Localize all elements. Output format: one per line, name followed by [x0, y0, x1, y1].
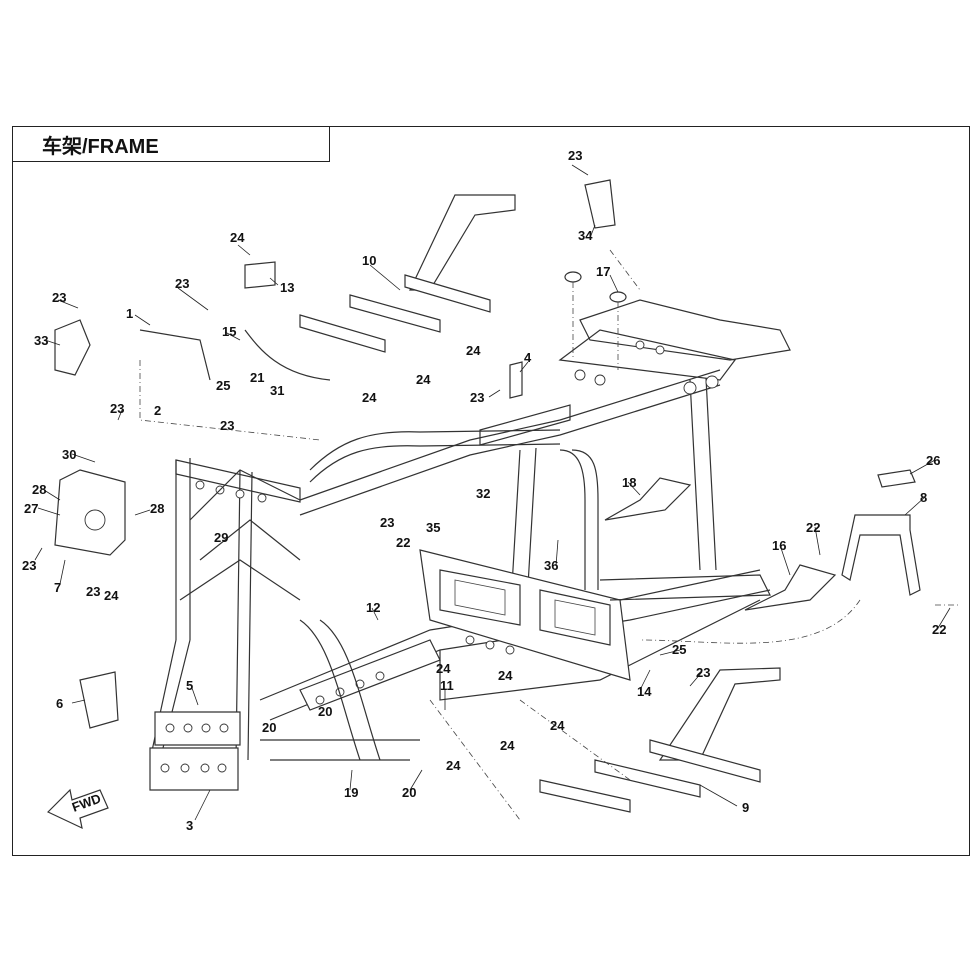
part-8-rear-bracket	[841, 514, 921, 596]
callout-24d: 24	[416, 372, 431, 387]
callout-24i: 24	[500, 738, 515, 753]
callout-21: 21	[250, 370, 264, 385]
callout-24a: 24	[230, 230, 245, 245]
callout-22a: 22	[396, 535, 410, 550]
part-6-bracket	[79, 671, 119, 729]
leader-lines	[34, 164, 951, 821]
part-17-bumper	[609, 291, 627, 303]
callout-26: 26	[926, 453, 940, 468]
callout-23e: 23	[220, 418, 234, 433]
part-34-plate	[584, 179, 616, 229]
part-18-footplate	[604, 477, 692, 521]
callout-5: 5	[186, 678, 193, 693]
callout-23c: 23	[52, 290, 66, 305]
callout-32: 32	[476, 486, 490, 501]
callout-22b: 22	[806, 520, 820, 535]
callout-24b: 24	[104, 588, 119, 603]
callout-23j: 23	[696, 665, 710, 680]
callout-24e: 24	[466, 343, 481, 358]
fwd-arrow-icon: FWD	[46, 788, 109, 830]
callout-20b: 20	[318, 704, 332, 719]
callout-4: 4	[524, 350, 532, 365]
callout-31: 31	[270, 383, 284, 398]
callout-3: 3	[186, 818, 193, 833]
callout-13: 13	[280, 280, 294, 295]
part-13-bracket	[244, 261, 276, 289]
callout-2: 2	[154, 403, 161, 418]
part-33-bracket	[54, 319, 91, 376]
callout-17: 17	[596, 264, 610, 279]
part-17-bumper	[564, 271, 582, 283]
callout-1: 1	[126, 306, 133, 321]
callout-36: 36	[544, 558, 558, 573]
part-1-bracket	[139, 329, 211, 381]
callout-33: 33	[34, 333, 48, 348]
part-16-footplate	[744, 564, 837, 611]
callout-24f: 24	[436, 661, 451, 676]
callout-23b: 23	[175, 276, 189, 291]
callout-29: 29	[214, 530, 228, 545]
callout-20c: 20	[262, 720, 276, 735]
callout-14: 14	[637, 684, 652, 699]
callout-34: 34	[578, 228, 593, 243]
page-title: 车架/FRAME	[42, 136, 159, 158]
callout-23a: 23	[568, 148, 582, 163]
callout-24j: 24	[446, 758, 461, 773]
callout-23d: 23	[110, 401, 124, 416]
main-frame-drawing	[149, 299, 791, 791]
callout-30: 30	[62, 447, 76, 462]
callout-22c: 22	[932, 622, 946, 637]
lower-frame-holes	[315, 635, 515, 705]
title-box: 车架/FRAME	[12, 126, 330, 162]
front-crossmember-holes	[160, 480, 267, 773]
callout-8: 8	[920, 490, 927, 505]
rear-top-holes	[574, 340, 719, 395]
callout-12: 12	[366, 600, 380, 615]
callout-9: 9	[742, 800, 749, 815]
alignment-lines	[139, 249, 960, 821]
callout-28b: 28	[150, 501, 164, 516]
callout-20a: 20	[402, 785, 416, 800]
callout-24c: 24	[362, 390, 377, 405]
callout-23g: 23	[380, 515, 394, 530]
callout-23h: 23	[22, 558, 36, 573]
callout-28a: 28	[32, 482, 46, 497]
callout-7: 7	[54, 580, 61, 595]
callout-15: 15	[222, 324, 236, 339]
callout-6: 6	[56, 696, 63, 711]
part-10-footrest-bracket	[299, 194, 516, 353]
part-26-tag	[877, 469, 916, 488]
callout-35: 35	[426, 520, 440, 535]
part-4-bracket	[509, 361, 523, 399]
callout-24h: 24	[550, 718, 565, 733]
callout-19: 19	[344, 785, 358, 800]
callout-25a: 25	[216, 378, 230, 393]
callout-27: 27	[24, 501, 38, 516]
callout-23i: 23	[86, 584, 100, 599]
diagram-frame	[12, 126, 970, 856]
callout-25b: 25	[672, 642, 686, 657]
callout-23f: 23	[470, 390, 484, 405]
callouts: 1 2 3 4 5 6 7 8 9 10 11 12 13 14 15 16 1…	[22, 148, 946, 833]
callout-10: 10	[362, 253, 376, 268]
part-15-bracket	[244, 329, 331, 381]
callout-18: 18	[622, 475, 636, 490]
part-9-footrest-bracket	[539, 667, 781, 813]
callout-16: 16	[772, 538, 786, 553]
callout-24g: 24	[498, 668, 513, 683]
callout-11: 11	[440, 678, 454, 693]
